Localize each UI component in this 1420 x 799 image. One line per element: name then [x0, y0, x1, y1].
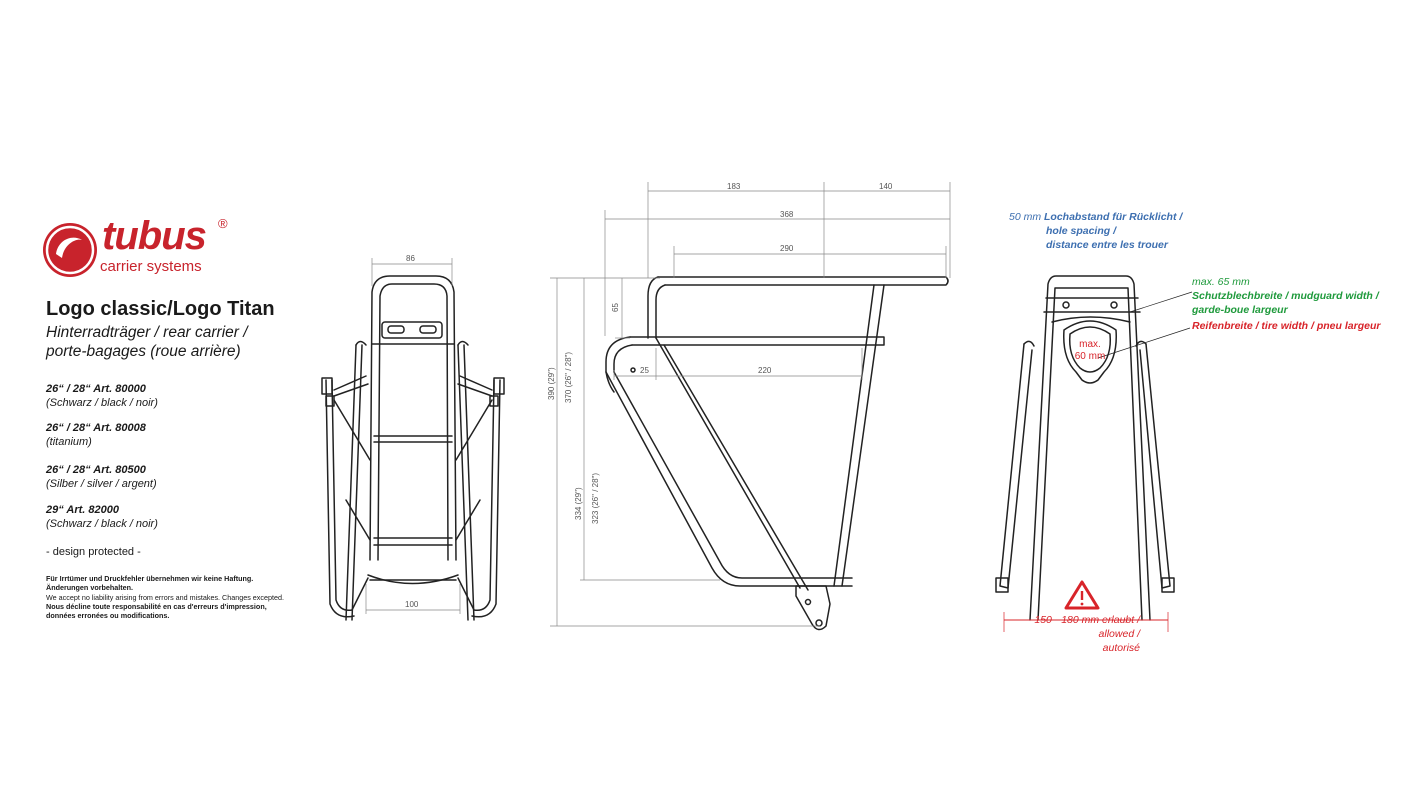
- tire-width-annotation: Reifenbreite / tire width / pneu largeur: [1192, 319, 1380, 333]
- dim-65: 65: [611, 303, 620, 312]
- warning-icon: [1064, 580, 1100, 610]
- dim-front-top: 86: [406, 254, 415, 263]
- hole-spacing-annotation-cont: hole spacing / distance entre les trouer: [1046, 224, 1168, 252]
- tire-width-label: Reifenbreite / tire width / pneu largeur: [1192, 320, 1381, 332]
- brand-subtitle: carrier systems: [100, 258, 202, 275]
- product-title: Logo classic/Logo Titan: [46, 298, 275, 320]
- article-color: (Silber / silver / argent): [46, 478, 157, 490]
- article-80008: 26“ / 28“ Art. 80008 (titanium): [46, 421, 146, 449]
- dim-334: 334 (29"): [574, 487, 583, 520]
- hole-spacing-line2: hole spacing /: [1046, 225, 1117, 237]
- hole-spacing-line3: distance entre les trouer: [1046, 239, 1168, 251]
- tire-max-line1: max.: [1079, 339, 1101, 350]
- design-protected-note: - design protected -: [46, 546, 141, 558]
- mudguard-line2: garde-boue largeur: [1192, 304, 1288, 316]
- article-color: (Schwarz / black / noir): [46, 518, 158, 530]
- disclaimer-de-2: Änderungen vorbehalten.: [46, 583, 134, 593]
- article-80000: 26“ / 28“ Art. 80000 (Schwarz / black / …: [46, 382, 158, 410]
- dim-25: 25: [640, 366, 649, 375]
- product-subtitle: Hinterradträger / rear carrier / porte-b…: [46, 323, 248, 361]
- hole-spacing-line1: Lochabstand für Rücklicht /: [1044, 211, 1183, 223]
- dim-370: 370 (26" / 28"): [564, 352, 573, 403]
- article-82000: 29“ Art. 82000 (Schwarz / black / noir): [46, 503, 158, 531]
- dim-220: 220: [758, 366, 772, 375]
- article-80500: 26“ / 28“ Art. 80500 (Silber / silver / …: [46, 463, 157, 491]
- article-color: (Schwarz / black / noir): [46, 397, 158, 409]
- dim-front-bottom: 100: [405, 600, 419, 609]
- article-code: 26“ / 28“ Art. 80000: [46, 383, 146, 395]
- dim-368: 368: [780, 210, 794, 219]
- disclaimer: Für Irrtümer und Druckfehler übernehmen …: [46, 574, 284, 620]
- allowed-line2: allowed /: [1098, 628, 1140, 640]
- article-code: 26“ / 28“ Art. 80500: [46, 464, 146, 476]
- allowed-line1: 150 - 180 mm erlaubt /: [1034, 614, 1140, 626]
- side-view: [605, 276, 949, 631]
- dim-140: 140: [879, 182, 893, 191]
- disclaimer-en: We accept no liability arising from erro…: [46, 592, 284, 602]
- article-code: 29“ Art. 82000: [46, 504, 119, 516]
- dim-390: 390 (29"): [547, 367, 556, 400]
- product-subtitle-line2: porte-bagages (roue arrière): [46, 343, 241, 360]
- brand-name: tubus: [102, 214, 207, 258]
- mudguard-annotation: max. 65 mm Schutzblechbreite / mudguard …: [1192, 275, 1379, 317]
- article-color: (titanium): [46, 436, 92, 448]
- rear-view: [995, 275, 1175, 621]
- disclaimer-fr-1: Nous décline toute responsabilité en cas…: [46, 601, 267, 611]
- tire-max-line2: 60 mm: [1075, 351, 1106, 362]
- disclaimer-de-1: Für Irrtümer und Druckfehler übernehmen …: [46, 574, 254, 583]
- hole-spacing-annotation: 50 mm Lochabstand für Rücklicht /: [1009, 210, 1182, 224]
- front-view: [321, 275, 505, 621]
- allowed-width-annotation: 150 - 180 mm erlaubt / allowed / autoris…: [1028, 613, 1140, 655]
- dim-323: 323 (26" / 28"): [591, 473, 600, 524]
- dimension-lines: [365, 182, 1193, 632]
- registered-mark: ®: [218, 216, 228, 231]
- dim-183: 183: [727, 182, 741, 191]
- mudguard-max: max. 65 mm: [1192, 276, 1250, 288]
- article-code: 26“ / 28“ Art. 80008: [46, 422, 146, 434]
- tubus-logo: tubus ® carrier systems: [42, 214, 242, 286]
- tubus-logo-mark: [43, 223, 97, 277]
- disclaimer-fr-2: données erronées ou modifications.: [46, 611, 170, 621]
- dim-290: 290: [780, 244, 794, 253]
- allowed-line3: autorisé: [1102, 642, 1140, 654]
- product-subtitle-line1: Hinterradträger / rear carrier /: [46, 324, 248, 341]
- hole-spacing-value: 50 mm: [1009, 211, 1042, 223]
- mudguard-line1: Schutzblechbreite / mudguard width /: [1192, 290, 1379, 302]
